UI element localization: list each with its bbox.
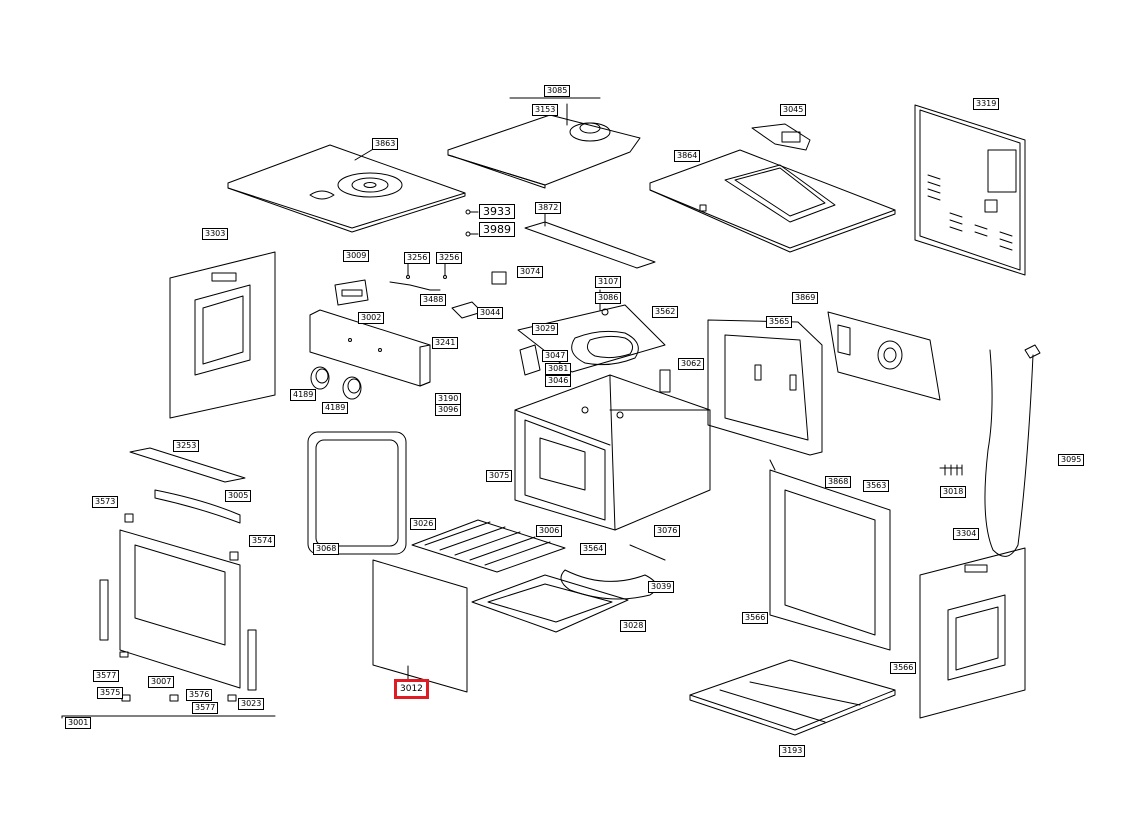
part-label-3028: 3028 <box>620 620 647 632</box>
part-label-3095: 3095 <box>1058 454 1085 466</box>
part-label-3863: 3863 <box>372 138 399 150</box>
part-label-3562: 3562 <box>652 306 679 318</box>
part-label-3566a: 3566 <box>742 612 769 624</box>
part-label-3075: 3075 <box>486 470 513 482</box>
bottom-frame <box>689 659 896 731</box>
part-label-3989: 3989 <box>479 222 515 237</box>
part-label-3575: 3575 <box>97 687 124 699</box>
part-label-3256a: 3256 <box>404 252 431 264</box>
door-glass-panel <box>372 559 468 693</box>
left-side-panel <box>169 251 276 419</box>
part-label-3007: 3007 <box>148 676 175 688</box>
part-label-3576: 3576 <box>186 689 213 701</box>
part-label-3253: 3253 <box>173 440 200 452</box>
part-label-3864: 3864 <box>674 150 701 162</box>
part-label-3086: 3086 <box>595 292 622 304</box>
rear-panel <box>914 104 1026 276</box>
part-label-3564: 3564 <box>580 543 607 555</box>
part-label-3565: 3565 <box>766 316 793 328</box>
part-label-3256b: 3256 <box>436 252 463 264</box>
part-label-3563: 3563 <box>863 480 890 492</box>
part-label-3085: 3085 <box>544 85 571 97</box>
part-label-3009: 3009 <box>343 250 370 262</box>
oven-door <box>119 529 241 689</box>
part-label-3241: 3241 <box>432 337 459 349</box>
part-label-3488: 3488 <box>420 294 447 306</box>
part-label-3026: 3026 <box>410 518 437 530</box>
part-label-3002: 3002 <box>358 312 385 324</box>
part-label-3577a: 3577 <box>93 670 120 682</box>
part-label-4189b: 4189 <box>322 402 349 414</box>
right-side-panel <box>919 547 1026 719</box>
part-label-3304: 3304 <box>953 528 980 540</box>
part-label-3081: 3081 <box>545 363 572 375</box>
part-label-3023: 3023 <box>238 698 265 710</box>
fan-cover-panel <box>447 114 641 186</box>
part-label-3018: 3018 <box>940 486 967 498</box>
part-label-3006: 3006 <box>536 525 563 537</box>
part-label-3107: 3107 <box>595 276 622 288</box>
part-label-3005: 3005 <box>225 490 252 502</box>
part-label-3574: 3574 <box>249 535 276 547</box>
part-label-3029: 3029 <box>532 323 559 335</box>
part-label-3044: 3044 <box>477 307 504 319</box>
part-label-3047: 3047 <box>542 350 569 362</box>
part-label-3062: 3062 <box>678 358 705 370</box>
part-label-3868: 3868 <box>825 476 852 488</box>
part-label-3153: 3153 <box>532 104 559 116</box>
part-label-3573: 3573 <box>92 496 119 508</box>
baking-tray <box>471 574 629 633</box>
door-gasket <box>307 431 407 555</box>
part-label-4189a: 4189 <box>290 389 317 401</box>
part-label-3076: 3076 <box>654 525 681 537</box>
part-label-3566b: 3566 <box>890 662 917 674</box>
part-label-3869: 3869 <box>792 292 819 304</box>
part-label-3074: 3074 <box>517 266 544 278</box>
part-label-3933: 3933 <box>479 204 515 219</box>
part-label-3577b: 3577 <box>192 702 219 714</box>
part-label-3303: 3303 <box>202 228 229 240</box>
part-label-3068: 3068 <box>313 543 340 555</box>
part-label-3045: 3045 <box>780 104 807 116</box>
part-label-3001: 3001 <box>65 717 92 729</box>
part-label-3872: 3872 <box>535 202 562 214</box>
oven-rack <box>411 519 566 573</box>
part-label-3193: 3193 <box>779 745 806 757</box>
part-label-3039: 3039 <box>648 581 675 593</box>
rear-top-panel <box>649 149 896 249</box>
part-label-3096: 3096 <box>435 404 462 416</box>
top-panel <box>227 144 466 229</box>
part-label-3012: 3012 <box>394 679 429 699</box>
part-label-3046: 3046 <box>545 375 572 387</box>
part-label-3319: 3319 <box>973 98 1000 110</box>
rear-frame <box>707 319 823 456</box>
front-frame <box>769 469 891 651</box>
